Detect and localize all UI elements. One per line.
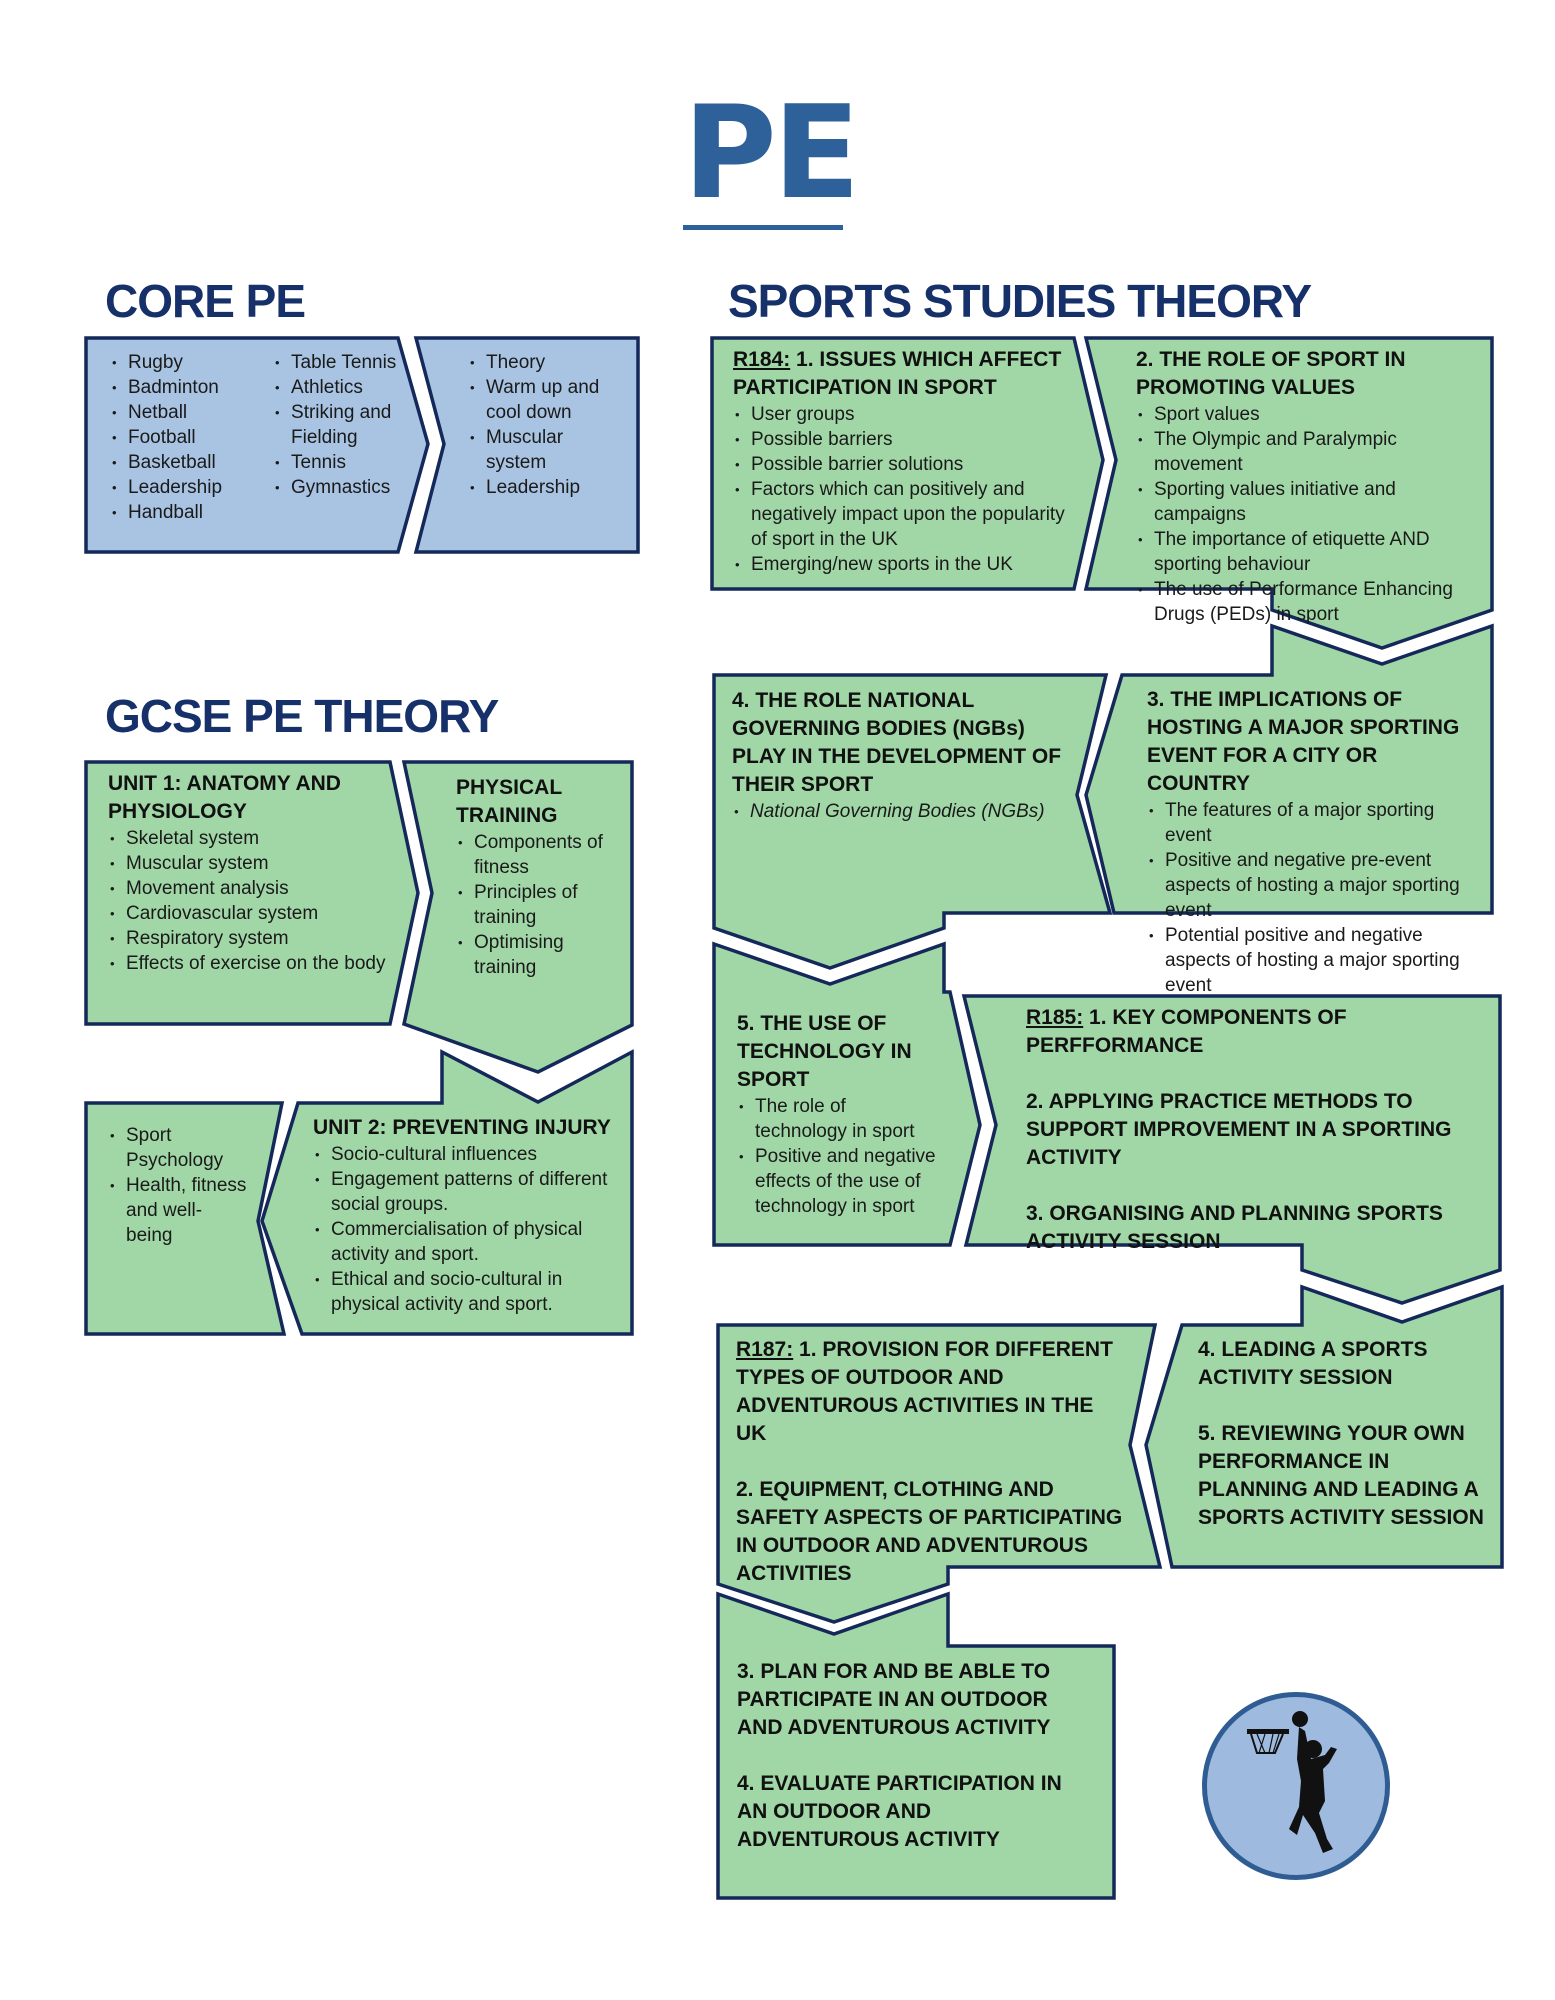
r187-box: R187: 1. PROVISION FOR DIFFERENT TYPES O… bbox=[736, 1336, 1126, 1588]
role-values-title: 2. THE ROLE OF SPORT IN PROMOTING VALUES bbox=[1136, 348, 1406, 399]
unit1-box: UNIT 1: ANATOMY AND PHYSIOLOGY Skeletal … bbox=[108, 770, 398, 976]
list-item: Rugby bbox=[112, 350, 239, 375]
unit1-title: UNIT 1: ANATOMY AND PHYSIOLOGY bbox=[108, 772, 341, 823]
r185-line1: 1. KEY COMPONENTS OF PERFFORMANCE bbox=[1026, 1006, 1347, 1057]
physical-training-box: PHYSICAL TRAINING Components of fitness … bbox=[456, 774, 606, 980]
list-item: Basketball bbox=[112, 450, 239, 475]
basketball-player-logo bbox=[1202, 1692, 1390, 1880]
list-item: Leadership bbox=[112, 475, 239, 500]
hosting-title: 3. THE IMPLICATIONS OF HOSTING A MAJOR S… bbox=[1147, 688, 1460, 795]
list-item: The use of Performance Enhancing Drugs (… bbox=[1138, 577, 1486, 627]
list-item: Possible barriers bbox=[735, 427, 1068, 452]
leading-line2: 5. REVIEWING YOUR OWN PERFORMANCE IN PLA… bbox=[1198, 1422, 1484, 1529]
r184-box: R184: 1. ISSUES WHICH AFFECT PARTICIPATI… bbox=[733, 346, 1068, 577]
gcse-pe-heading: GCSE PE THEORY bbox=[105, 690, 499, 742]
list-item: Movement analysis bbox=[110, 876, 398, 901]
list-item: Theory bbox=[470, 350, 628, 375]
list-item: Netball bbox=[112, 400, 239, 425]
sports-studies-heading: SPORTS STUDIES THEORY bbox=[728, 275, 1312, 327]
technology-title: 5. THE USE OF TECHNOLOGY IN SPORT bbox=[737, 1012, 912, 1091]
unit2-box: UNIT 2: PREVENTING INJURY Socio-cultural… bbox=[313, 1114, 628, 1317]
list-item: Positive and negative pre-event aspects … bbox=[1149, 848, 1485, 923]
list-item: The features of a major sporting event bbox=[1149, 798, 1485, 848]
r187-line2: 2. EQUIPMENT, CLOTHING AND SAFETY ASPECT… bbox=[736, 1478, 1123, 1585]
list-item: Athletics bbox=[275, 375, 410, 400]
list-item: Respiratory system bbox=[110, 926, 398, 951]
list-item: National Governing Bodies (NGBs) bbox=[734, 799, 1072, 824]
list-item: Engagement patterns of different social … bbox=[315, 1167, 628, 1217]
basketball-player-icon bbox=[1247, 1711, 1337, 1853]
r187-shape bbox=[716, 1323, 1163, 1624]
unit2-title: UNIT 2: PREVENTING INJURY bbox=[313, 1116, 611, 1139]
list-item: Sport values bbox=[1138, 402, 1486, 427]
r184-code: R184: bbox=[733, 348, 791, 371]
outdoor-box: 3. PLAN FOR AND BE ABLE TO PARTICIPATE I… bbox=[737, 1658, 1097, 1854]
r187-code: R187: bbox=[736, 1338, 794, 1361]
list-item: The importance of etiquette AND sporting… bbox=[1138, 527, 1486, 577]
list-item: Leadership bbox=[470, 475, 628, 500]
list-item: Football bbox=[112, 425, 239, 450]
list-item: The Olympic and Paralympic movement bbox=[1138, 427, 1486, 477]
list-item: Optimising training bbox=[458, 930, 606, 980]
list-item: Sporting values initiative and campaigns bbox=[1138, 477, 1486, 527]
list-item: Muscular system bbox=[110, 851, 398, 876]
list-item: Emerging/new sports in the UK bbox=[735, 552, 1068, 577]
leading-shape bbox=[1144, 1284, 1504, 1569]
list-item: Ethical and socio-cultural in physical a… bbox=[315, 1267, 628, 1317]
list-item: Tennis bbox=[275, 450, 410, 475]
r185-code: R185: bbox=[1026, 1006, 1084, 1029]
outdoor-line1: 3. PLAN FOR AND BE ABLE TO PARTICIPATE I… bbox=[737, 1660, 1051, 1739]
list-item: Table Tennis bbox=[275, 350, 410, 375]
list-item: Handball bbox=[112, 500, 239, 525]
leading-box: 4. LEADING A SPORTS ACTIVITY SESSION 5. … bbox=[1198, 1336, 1488, 1532]
r184-title: 1. ISSUES WHICH AFFECT PARTICIPATION IN … bbox=[733, 348, 1062, 399]
list-item: Possible barrier solutions bbox=[735, 452, 1068, 477]
list-item: Health, fitness and well-being bbox=[110, 1173, 248, 1248]
psychology-box: Sport Psychology Health, fitness and wel… bbox=[108, 1123, 248, 1248]
core-pe-heading: CORE PE bbox=[105, 275, 306, 327]
r185-box: R185: 1. KEY COMPONENTS OF PERFFORMANCE … bbox=[1026, 1004, 1486, 1256]
list-item: Badminton bbox=[112, 375, 239, 400]
list-item: Warm up and cool down bbox=[470, 375, 628, 425]
outdoor-line2: 4. EVALUATE PARTICIPATION IN AN OUTDOOR … bbox=[737, 1772, 1062, 1851]
r185-shape bbox=[961, 994, 1502, 1305]
role-values-box: 2. THE ROLE OF SPORT IN PROMOTING VALUES… bbox=[1136, 346, 1486, 627]
list-item: Factors which can positively and negativ… bbox=[735, 477, 1068, 552]
core-pe-activities: Rugby Badminton Netball Football Basketb… bbox=[110, 350, 410, 525]
list-item: Components of fitness bbox=[458, 830, 606, 880]
hosting-box: 3. THE IMPLICATIONS OF HOSTING A MAJOR S… bbox=[1147, 686, 1485, 998]
core-pe-theory: Theory Warm up and cool down Muscular sy… bbox=[468, 350, 628, 500]
list-item: Effects of exercise on the body bbox=[110, 951, 398, 976]
technology-box: 5. THE USE OF TECHNOLOGY IN SPORT The ro… bbox=[737, 1010, 937, 1219]
list-item: Potential positive and negative aspects … bbox=[1149, 923, 1485, 998]
r185-line3: 3. ORGANISING AND PLANNING SPORTS ACTIVI… bbox=[1026, 1202, 1443, 1253]
list-item: Skeletal system bbox=[110, 826, 398, 851]
r185-line2: 2. APPLYING PRACTICE METHODS TO SUPPORT … bbox=[1026, 1090, 1452, 1169]
ngb-title: 4. THE ROLE NATIONAL GOVERNING BODIES (N… bbox=[732, 689, 1062, 796]
list-item: Socio-cultural influences bbox=[315, 1142, 628, 1167]
list-item: Striking and Fielding bbox=[275, 400, 410, 450]
physical-training-title: PHYSICAL TRAINING bbox=[456, 776, 562, 827]
list-item: Commercialisation of physical activity a… bbox=[315, 1217, 628, 1267]
list-item: Positive and negative effects of the use… bbox=[739, 1144, 937, 1219]
r187-line1: 1. PROVISION FOR DIFFERENT TYPES OF OUTD… bbox=[736, 1338, 1113, 1445]
ngb-box: 4. THE ROLE NATIONAL GOVERNING BODIES (N… bbox=[732, 687, 1072, 824]
list-item: User groups bbox=[735, 402, 1068, 427]
list-item: Principles of training bbox=[458, 880, 606, 930]
list-item: Gymnastics bbox=[275, 475, 410, 500]
list-item: Muscular system bbox=[470, 425, 628, 475]
list-item: Sport Psychology bbox=[110, 1123, 248, 1173]
list-item: Cardiovascular system bbox=[110, 901, 398, 926]
page-title: PE bbox=[683, 79, 860, 228]
list-item: The role of technology in sport bbox=[739, 1094, 937, 1144]
leading-line1: 4. LEADING A SPORTS ACTIVITY SESSION bbox=[1198, 1338, 1428, 1389]
outdoor-shape bbox=[716, 1591, 1116, 1900]
title-underline bbox=[683, 225, 843, 230]
